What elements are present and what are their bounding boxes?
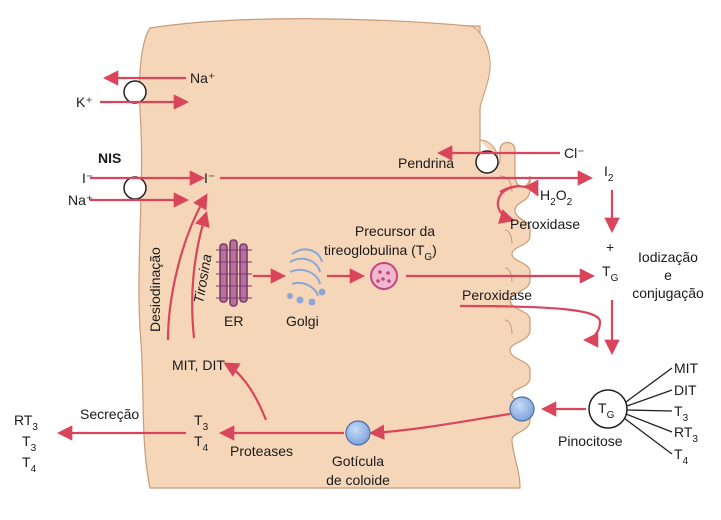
label-na-top: Na⁺ <box>190 70 215 86</box>
label-mit-right: MIT <box>674 360 699 376</box>
tg-circle <box>589 390 627 428</box>
label-iodizacao-e: e <box>664 267 672 283</box>
label-goticula: Gotícula <box>332 453 384 469</box>
nak-pump <box>124 81 146 103</box>
label-peroxidase-2: Peroxidase <box>462 287 532 303</box>
label-cl: Cl⁻ <box>564 145 585 161</box>
label-proteases: Proteases <box>230 443 293 459</box>
label-k: K⁺ <box>76 94 93 110</box>
label-h2o2: H2O2 <box>540 187 573 208</box>
colloid-droplet <box>346 421 370 445</box>
label-peroxidase-1: Peroxidase <box>510 216 580 232</box>
nis-transporter <box>124 177 146 199</box>
label-conjugacao: conjugação <box>632 285 704 301</box>
label-tg: TG <box>602 263 619 284</box>
label-mit-dit: MIT, DIT <box>172 357 225 373</box>
colloid-droplet-apical <box>510 397 534 421</box>
label-dit-right: DIT <box>674 382 697 398</box>
label-precursor-1: Precursor da <box>355 223 435 239</box>
label-pinocitose: Pinocitose <box>558 433 623 449</box>
label-t4-right: T4 <box>674 446 689 467</box>
label-de-coloide: de coloide <box>326 472 390 488</box>
label-t3-right: T3 <box>674 403 689 424</box>
label-secrecao: Secreção <box>80 406 139 422</box>
pendrin-transporter <box>476 151 498 173</box>
label-i-inside: I⁻ <box>204 170 215 186</box>
label-nis: NIS <box>98 150 121 166</box>
label-iodizacao: Iodização <box>638 249 698 265</box>
label-t4-left: T4 <box>22 454 37 475</box>
label-golgi: Golgi <box>286 313 319 329</box>
label-rt3-left: RT3 <box>14 412 38 433</box>
label-desiodinacao: Desiodinação <box>147 247 163 332</box>
label-na-left: Na⁺ <box>68 192 93 208</box>
label-t3-left: T3 <box>22 433 37 454</box>
label-i2: I2 <box>604 163 614 184</box>
label-i-left: I⁻ <box>82 170 93 186</box>
tg-precursor-vesicle <box>371 263 397 289</box>
er-icon <box>216 240 252 306</box>
tg-fan-lines <box>624 368 672 454</box>
label-pendrina: Pendrina <box>398 155 454 171</box>
label-rt3-right: RT3 <box>674 424 698 445</box>
label-plus: + <box>606 239 614 255</box>
label-er: ER <box>224 313 243 329</box>
